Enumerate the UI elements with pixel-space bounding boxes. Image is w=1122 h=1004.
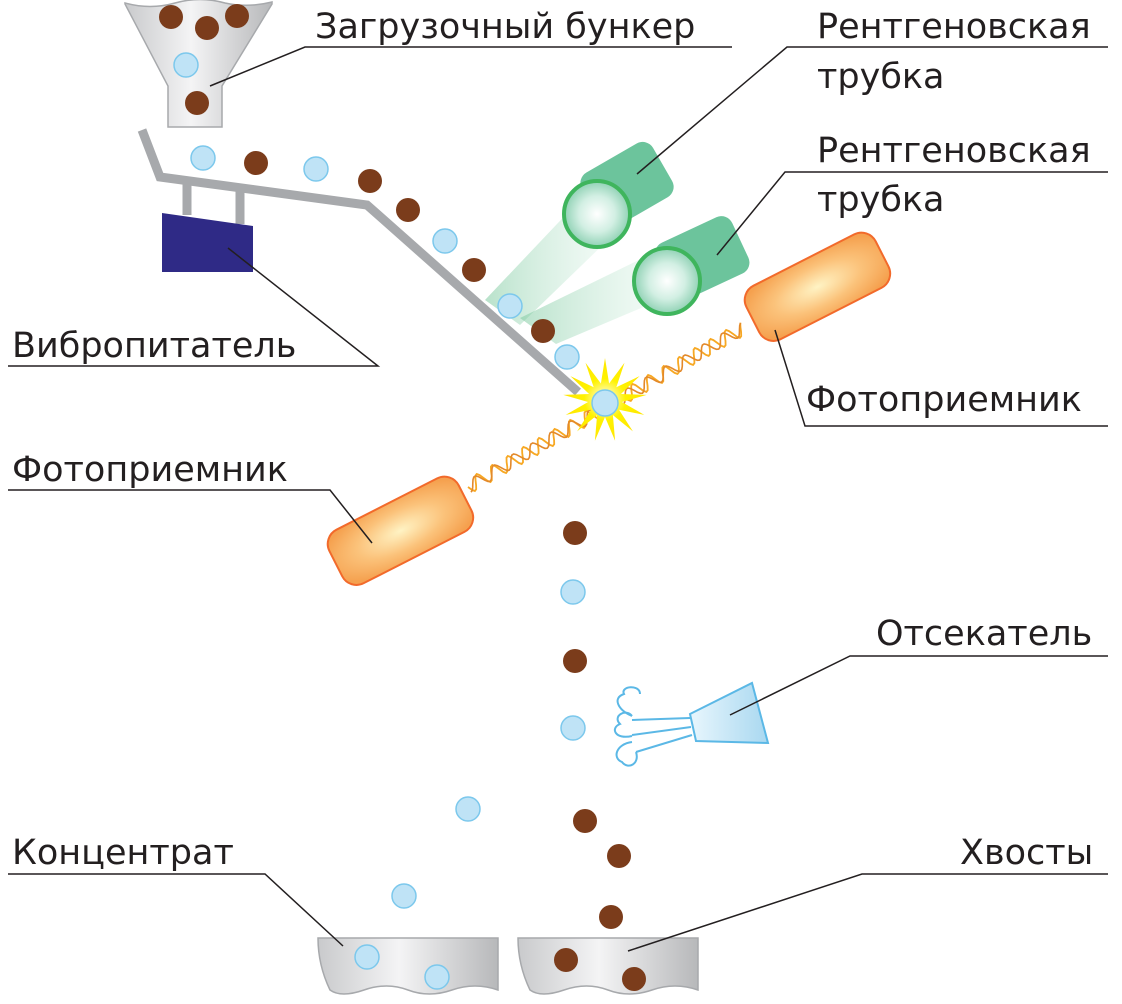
ore-particle bbox=[462, 258, 486, 282]
ejector-leader-line bbox=[729, 655, 1108, 716]
xray-tube-2-leader-line bbox=[716, 171, 1108, 256]
label-ejector: Отсекатель bbox=[876, 614, 1092, 654]
loading-hopper bbox=[124, 0, 273, 128]
mineral-particle bbox=[497, 293, 523, 319]
ore-particle bbox=[573, 809, 597, 833]
vibrofeeder-leader-line bbox=[8, 247, 381, 367]
mineral-particle bbox=[190, 145, 216, 171]
luminescence-flash bbox=[563, 358, 647, 441]
mineral-particle bbox=[554, 344, 580, 370]
ore-particle bbox=[195, 16, 219, 40]
photodetector-left-leader-line bbox=[8, 489, 373, 544]
xray-tube-1-leader-line bbox=[636, 46, 1108, 175]
mineral-particle bbox=[391, 883, 417, 909]
ore-particle bbox=[159, 5, 183, 29]
tray-icon bbox=[317, 937, 499, 995]
air-jet bbox=[613, 686, 693, 767]
tailings-tray bbox=[517, 937, 699, 995]
label-xray-tube-1-line1: Рентгеновская bbox=[817, 7, 1091, 47]
concentrate-tray bbox=[317, 937, 499, 995]
label-vibrofeeder: Вибропитатель bbox=[12, 326, 296, 366]
mineral-particle bbox=[354, 944, 380, 970]
label-photodetector-left: Фотоприемник bbox=[12, 450, 288, 490]
ore-particle bbox=[396, 198, 420, 222]
ore-particle bbox=[358, 169, 382, 193]
chute-rail bbox=[137, 128, 581, 396]
label-xray-tube-2-line1: Рентгеновская bbox=[817, 131, 1091, 171]
xray-tube-emitter bbox=[632, 246, 702, 316]
vibrofeeder-motor bbox=[162, 213, 253, 272]
mineral-particle bbox=[560, 715, 586, 741]
label-tailings: Хвосты bbox=[960, 833, 1093, 873]
ore-particle bbox=[563, 521, 587, 545]
tray-icon bbox=[517, 937, 699, 995]
capsule-sensor-icon bbox=[326, 475, 475, 586]
ore-particle bbox=[531, 319, 555, 343]
ore-particle bbox=[622, 967, 646, 991]
ore-particle bbox=[225, 4, 249, 28]
xray-tube-emitter bbox=[562, 179, 632, 249]
label-xray-tube-2-line2: трубка bbox=[817, 180, 945, 220]
xray-tube-lower bbox=[632, 216, 750, 316]
falling-particles bbox=[391, 521, 631, 929]
xray-beam bbox=[520, 257, 660, 344]
air-nozzle-icon bbox=[688, 681, 770, 745]
photodetector-left bbox=[326, 475, 475, 586]
vibrating-chute bbox=[137, 128, 581, 396]
capsule-sensor-icon bbox=[743, 231, 892, 342]
mineral-particle bbox=[303, 156, 329, 182]
mineral-particle bbox=[424, 964, 450, 990]
ore-particle bbox=[563, 649, 587, 673]
hopper-leader-line bbox=[209, 46, 732, 87]
mineral-particle bbox=[455, 796, 481, 822]
tailings-leader-line bbox=[627, 873, 1108, 952]
photodetector-right-leader-line bbox=[774, 329, 1108, 427]
mineral-particle-detected bbox=[591, 389, 619, 417]
particles-on-chute bbox=[190, 145, 486, 282]
concentrate-leader-line bbox=[8, 873, 344, 947]
ore-particle bbox=[554, 948, 578, 972]
label-xray-tube-1-line2: трубка bbox=[817, 57, 945, 97]
mineral-particle bbox=[173, 52, 199, 78]
photodetector-right bbox=[743, 231, 892, 342]
ore-particle bbox=[607, 844, 631, 868]
ore-particle bbox=[599, 905, 623, 929]
mineral-particle bbox=[432, 228, 458, 254]
ejector bbox=[613, 681, 770, 767]
label-hopper: Загрузочный бункер bbox=[315, 7, 695, 47]
ore-particle bbox=[244, 151, 268, 175]
label-concentrate: Концентрат bbox=[12, 833, 234, 873]
label-photodetector-right: Фотоприемник bbox=[806, 380, 1082, 420]
ore-particle bbox=[185, 91, 209, 115]
mineral-particle bbox=[560, 579, 586, 605]
